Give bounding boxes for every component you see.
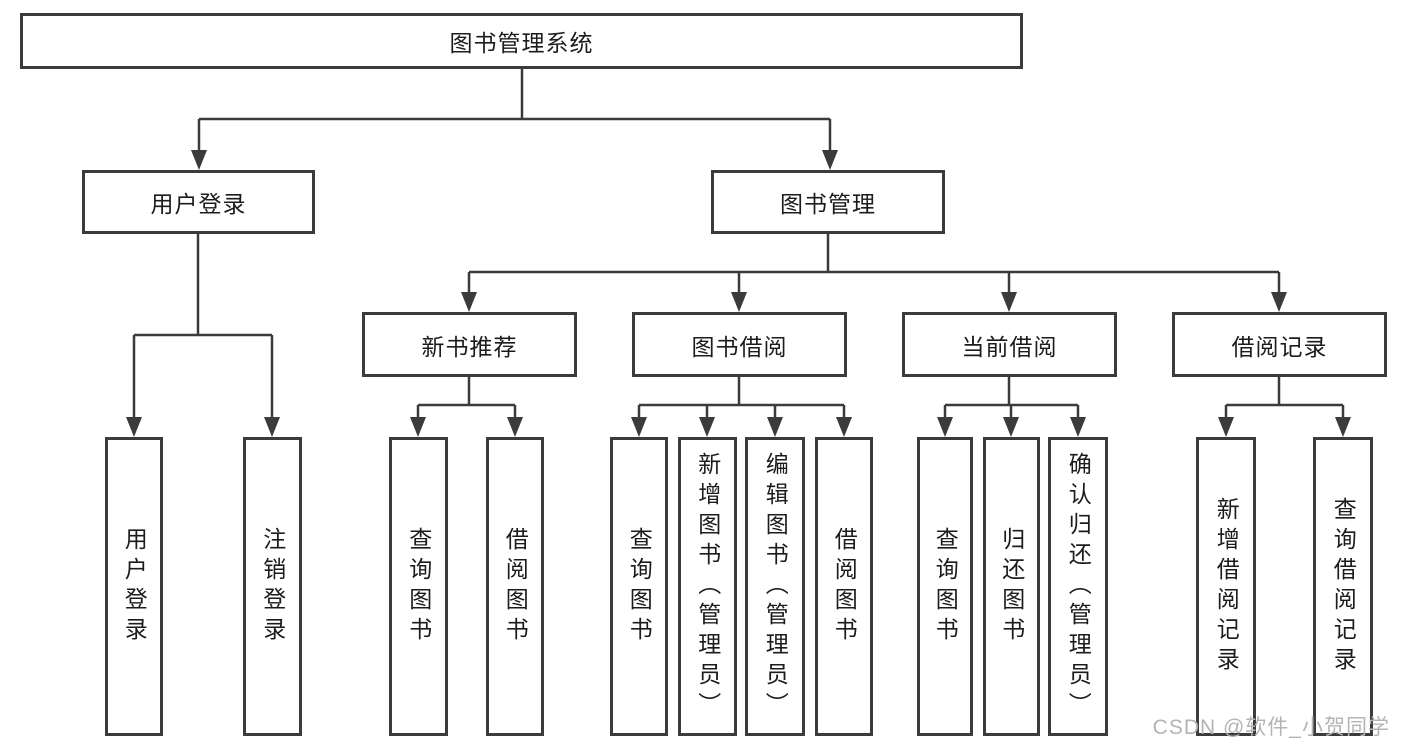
leaf-user-login: 用户登录 xyxy=(105,437,163,736)
node-new-book-recommend: 新书推荐 xyxy=(362,312,577,377)
leaf-logout-label: 注销登录 xyxy=(259,526,286,647)
leaf-newbooks-borrow: 借阅图书 xyxy=(486,437,544,736)
arrowheads xyxy=(126,150,1351,437)
leaf-current-confirm-admin: 确认归还（管理员） xyxy=(1048,437,1108,736)
connector-paths xyxy=(132,69,1345,419)
node-root-label: 图书管理系统 xyxy=(449,30,594,56)
leaf-records-query: 查询借阅记录 xyxy=(1313,437,1373,736)
leaf-records-add-label: 新增借阅记录 xyxy=(1213,496,1240,677)
leaf-newbooks-query: 查询图书 xyxy=(389,437,448,736)
node-borrow-records-label: 借阅记录 xyxy=(1231,333,1328,360)
csdn-watermark: CSDN @软件_小贺同学 xyxy=(1152,716,1390,739)
leaf-newbooks-query-label: 查询图书 xyxy=(405,526,432,647)
leaf-current-query: 查询图书 xyxy=(917,437,973,736)
leaf-borrow-query: 查询图书 xyxy=(610,437,668,736)
leaf-current-confirm-admin-label: 确认归还（管理员） xyxy=(1065,451,1092,722)
leaf-current-query-label: 查询图书 xyxy=(932,526,959,647)
leaf-borrow-add-admin-label: 新增图书（管理员） xyxy=(694,451,721,722)
leaf-current-return: 归还图书 xyxy=(983,437,1040,736)
node-current-borrow: 当前借阅 xyxy=(902,312,1117,377)
node-book-management-label: 图书管理 xyxy=(780,191,876,217)
leaf-borrow-add-admin: 新增图书（管理员） xyxy=(678,437,737,736)
node-user-login-label: 用户登录 xyxy=(150,191,247,217)
leaf-newbooks-borrow-label: 借阅图书 xyxy=(502,526,529,647)
node-book-management: 图书管理 xyxy=(711,170,945,234)
node-book-borrow-label: 图书借阅 xyxy=(691,333,788,360)
leaf-borrow-edit-admin: 编辑图书（管理员） xyxy=(745,437,805,736)
leaf-records-query-label: 查询借阅记录 xyxy=(1330,496,1357,677)
leaf-borrow-borrow-label: 借阅图书 xyxy=(831,526,858,647)
leaf-borrow-borrow: 借阅图书 xyxy=(815,437,873,736)
node-new-book-recommend-label: 新书推荐 xyxy=(421,333,518,360)
node-user-login: 用户登录 xyxy=(82,170,315,234)
leaf-current-return-label: 归还图书 xyxy=(998,526,1025,647)
leaf-borrow-edit-admin-label: 编辑图书（管理员） xyxy=(762,451,789,722)
node-root: 图书管理系统 xyxy=(20,13,1023,69)
node-book-borrow: 图书借阅 xyxy=(632,312,847,377)
leaf-borrow-query-label: 查询图书 xyxy=(626,526,653,647)
leaf-records-add: 新增借阅记录 xyxy=(1196,437,1256,736)
node-current-borrow-label: 当前借阅 xyxy=(961,333,1058,360)
node-borrow-records: 借阅记录 xyxy=(1172,312,1387,377)
leaf-user-login-label: 用户登录 xyxy=(121,526,148,647)
leaf-logout: 注销登录 xyxy=(243,437,302,736)
